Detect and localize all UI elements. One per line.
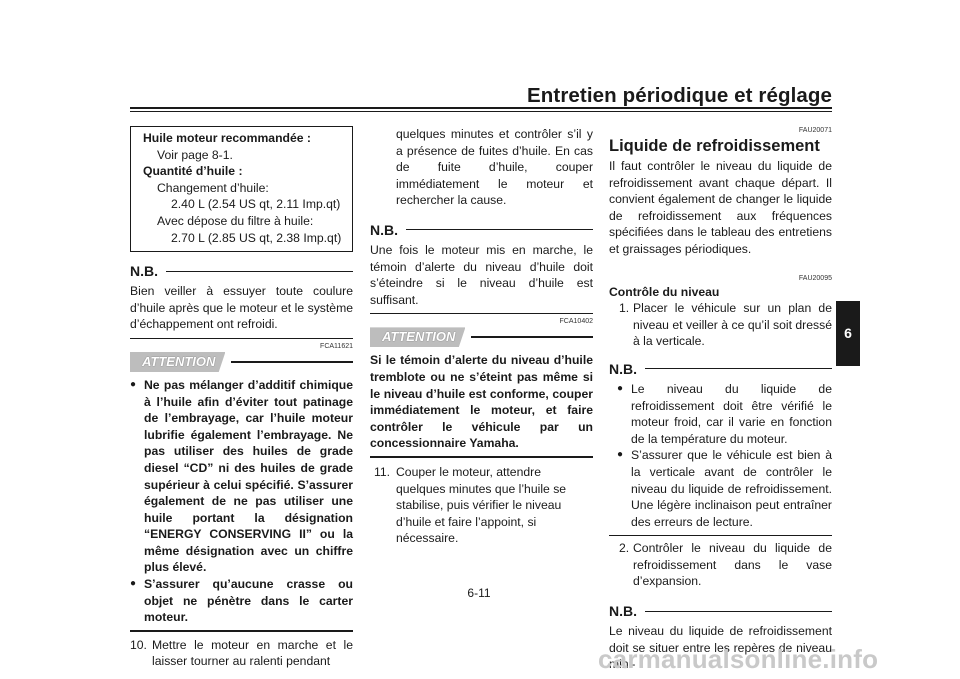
title-rule <box>130 107 832 109</box>
step-item: 10. Mettre le moteur en marche et le lai… <box>130 637 353 669</box>
bullet-icon: ● <box>130 378 137 390</box>
ref-code: FAU20071 <box>798 127 832 134</box>
subsection-heading: Contrôle du niveau <box>609 284 720 299</box>
ref-code: FCA11621 <box>320 342 353 350</box>
attention-rule <box>471 336 593 339</box>
watermark: carmanualsonline.info <box>598 644 879 674</box>
bullet-icon: ● <box>617 449 624 461</box>
nb-text: Le niveau du liquide de refroidissement … <box>609 624 832 672</box>
nb-rule <box>645 610 832 612</box>
spec-sub-filter: Avec dépose du filtre à huile: <box>157 213 314 228</box>
bullet-icon: ● <box>617 382 624 394</box>
attention-header: ATTENTION <box>370 326 593 348</box>
nb-rule <box>406 229 593 231</box>
nb-text: Bien veiller à essuyer toute coulure d’h… <box>130 284 353 332</box>
step-item: 11. Couper le moteur, attendre quelques … <box>374 464 567 546</box>
spec-sub-change-value: 2.40 L (2.54 US qt, 2.11 Imp.qt) <box>171 197 341 212</box>
nb-list: ● Le niveau du liquide de refroidissemen… <box>609 381 832 530</box>
nb-header: N.B. <box>130 262 353 280</box>
ref-code: FCA10402 <box>559 318 593 326</box>
title-rule-thin <box>130 111 832 112</box>
nb-header: N.B. <box>609 360 832 378</box>
spec-sub-change: Changement d’huile: <box>157 180 269 195</box>
list-item: ● Le niveau du liquide de refroidissemen… <box>617 381 832 446</box>
ref-code: FAU20095 <box>798 274 832 282</box>
attention-end-rule <box>130 629 353 632</box>
nb-rule <box>645 368 832 370</box>
attention-body: ● Ne pas mélanger d’additif chimique à l… <box>130 377 353 626</box>
nb-label: N.B. <box>130 262 158 279</box>
page-number: 6-11 <box>467 586 491 600</box>
left-column: Huile moteur recommandée : Voir page 8-1… <box>130 126 353 670</box>
section-intro: Il faut contrôler le niveau du liquide d… <box>609 159 832 256</box>
nb-text: Une fois le moteur mis en marche, le tém… <box>370 242 593 307</box>
list-item: ● S’assurer que le véhicule est bien à l… <box>617 448 832 529</box>
nb-header: N.B. <box>609 602 832 620</box>
attention-end-rule <box>370 455 593 458</box>
attention-rule <box>231 360 353 363</box>
spec-value-oil: Voir page 8-1. <box>157 147 233 162</box>
nb-label: N.B. <box>370 221 398 238</box>
step-continuation: quelques minutes et contrôler s’il y a p… <box>396 127 593 208</box>
attention-label: ATTENTION <box>370 327 466 348</box>
list-item: ● S’assurer qu’aucune crasse ou objet ne… <box>130 577 353 625</box>
nb-end-rule <box>130 337 353 339</box>
nb-label: N.B. <box>609 602 637 619</box>
nb-rule <box>166 270 353 272</box>
attention-header: ATTENTION <box>130 351 353 373</box>
chapter-tab: 6 <box>836 301 860 366</box>
nb-end-rule <box>370 313 593 315</box>
nb-label: N.B. <box>609 360 637 377</box>
nb-end-rule <box>609 535 832 537</box>
spec-label-oil: Huile moteur recommandée : <box>143 131 311 145</box>
spec-label-quantity: Quantité d’huile : <box>143 164 243 179</box>
attention-text: Si le témoin d’alerte du niveau d’huile … <box>370 353 593 451</box>
list-item: ● Ne pas mélanger d’additif chimique à l… <box>130 377 353 575</box>
step-item: 1. Placer le véhicule sur un plan de niv… <box>619 301 832 349</box>
spec-sub-filter-value: 2.70 L (2.85 US qt, 2.38 Imp.qt) <box>171 230 342 245</box>
middle-column: quelques minutes et contrôler s’il y a p… <box>370 126 593 547</box>
right-column: FAU20071 Liquide de refroidissement Il f… <box>609 126 832 673</box>
nb-header: N.B. <box>370 221 593 239</box>
oil-spec-box: Huile moteur recommandée : Voir page 8-1… <box>130 126 353 253</box>
section-heading: Liquide de refroidissement <box>609 137 820 155</box>
step-item: 2. Contrôler le niveau du liquide de ref… <box>619 541 832 589</box>
attention-label: ATTENTION <box>130 351 226 372</box>
page-title: Entretien périodique et réglage <box>527 84 832 107</box>
bullet-icon: ● <box>130 578 137 590</box>
